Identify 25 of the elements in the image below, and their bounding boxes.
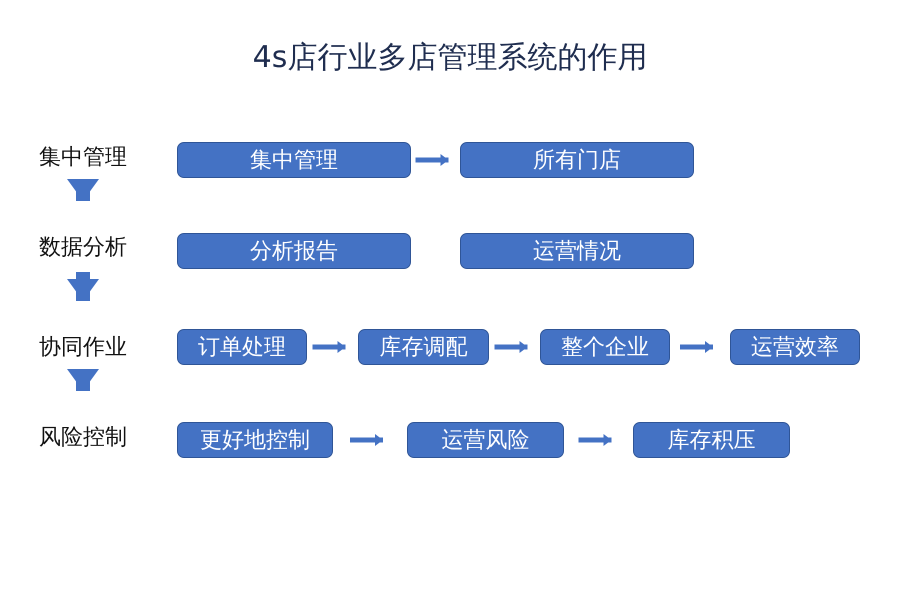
process-box: 所有门店 [460,142,694,178]
process-box: 订单处理 [177,329,307,365]
process-box: 分析报告 [177,233,411,269]
stage-label: 风险控制 [30,412,136,462]
down-arrow [67,272,99,301]
down-arrow [67,369,99,391]
arrow [312,341,346,353]
stage-label: 数据分析 [30,222,136,272]
process-box: 运营风险 [407,422,564,458]
title: 4s店行业多店管理系统的作用 [252,39,648,77]
process-box: 库存积压 [633,422,790,458]
arrow [350,434,383,446]
process-box: 库存调配 [358,329,489,365]
arrow [578,434,612,446]
arrow [680,341,713,353]
process-box: 集中管理 [177,142,411,178]
process-box: 整个企业 [540,329,670,365]
process-box: 更好地控制 [177,422,333,458]
stage-label: 集中管理 [30,132,136,182]
stage-label: 协同作业 [30,322,136,372]
arrow [494,341,528,353]
process-box: 运营情况 [460,233,694,269]
down-arrow [67,179,99,201]
process-box: 运营效率 [730,329,860,365]
arrow [416,154,448,166]
